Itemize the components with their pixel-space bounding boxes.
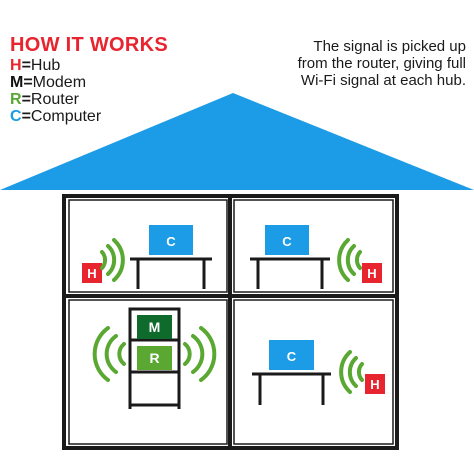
- legend: HOW IT WORKS H=Hub M=Modem R=Router C=Co…: [10, 34, 168, 125]
- legend-key-letter: C: [10, 108, 22, 125]
- hub-label: H: [87, 266, 96, 281]
- caption-text: The signal is picked up from the router,…: [297, 38, 466, 89]
- legend-key-letter: R: [10, 91, 22, 108]
- computer-monitor: [265, 225, 309, 255]
- modem-box: [137, 315, 172, 339]
- modem-label: M: [149, 319, 161, 335]
- legend-equals: =: [21, 57, 31, 74]
- roof: [0, 93, 474, 190]
- computer-monitor: [269, 340, 314, 370]
- room-lower-left: M R: [92, 307, 217, 409]
- legend-title: HOW IT WORKS: [10, 34, 169, 56]
- legend-item-modem: M=Modem: [10, 74, 168, 91]
- room-lower-right: C H: [252, 340, 385, 405]
- hub-box: [362, 263, 382, 283]
- wifi-signal-icon: [92, 326, 126, 382]
- legend-key-name: Router: [30, 91, 79, 108]
- computer-monitor: [149, 225, 193, 255]
- shelf-unit: [128, 307, 181, 409]
- router-box: [137, 346, 172, 370]
- legend-key-letter: H: [10, 57, 22, 74]
- wifi-signal-icon: [339, 350, 364, 394]
- legend-key-name: Computer: [30, 108, 102, 125]
- hub-box: [365, 374, 385, 394]
- router-label: R: [149, 350, 159, 366]
- wifi-signal-icon: [183, 326, 217, 382]
- computer-label: C: [166, 234, 176, 249]
- desk: [250, 257, 330, 289]
- legend-item-hub: H=Hub: [10, 57, 168, 74]
- room-upper-right: C H: [250, 225, 382, 289]
- hub-label: H: [370, 377, 379, 392]
- hub-box: [82, 263, 102, 283]
- window-pane-top: [68, 199, 394, 445]
- desk: [130, 257, 212, 289]
- legend-item-router: R=Router: [10, 91, 168, 108]
- hub-label: H: [367, 266, 376, 281]
- legend-key-letter: M: [10, 74, 24, 91]
- legend-equals: =: [21, 91, 31, 108]
- legend-equals: =: [21, 108, 31, 125]
- legend-equals: =: [23, 74, 33, 91]
- desk: [252, 372, 331, 405]
- computer-label: C: [287, 349, 297, 364]
- room-upper-left: C H: [82, 225, 212, 289]
- house-frame: [62, 194, 399, 450]
- wifi-signal-icon: [100, 238, 125, 282]
- computer-label: C: [282, 234, 292, 249]
- legend-item-computer: C=Computer: [10, 108, 168, 125]
- legend-key-name: Hub: [30, 57, 61, 74]
- wifi-signal-icon: [337, 238, 362, 282]
- legend-key-name: Modem: [32, 74, 87, 91]
